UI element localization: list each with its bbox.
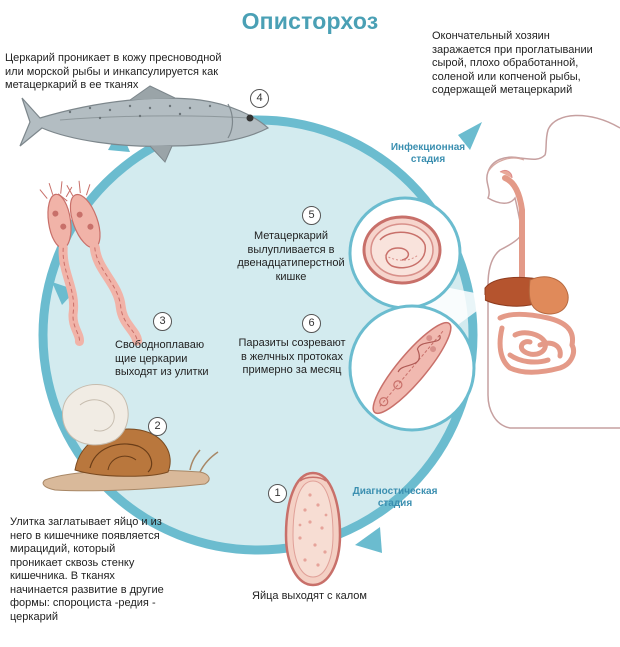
adult-fluke [372, 321, 452, 415]
step-2-text: Улитка заглатывает яйцо и из него в кише… [10, 516, 164, 623]
snail-illustration [42, 384, 219, 492]
arrow-to-eggs [355, 527, 382, 553]
diagnostic-stage-label: Диагностическая стадия [352, 486, 438, 509]
definitive-host-text: Окончательный хозяин заражается при прог… [432, 30, 593, 96]
step-number-3: 3 [153, 312, 172, 331]
step-number-2: 2 [148, 417, 167, 436]
step-4-text: Церкарий проникает в кожу пресноводной и… [5, 52, 222, 91]
cercariae-illustration [39, 180, 143, 346]
arrow-to-cercariae [52, 282, 76, 305]
step-number-4: 4 [250, 89, 269, 108]
diagram-title: Описторхоз [241, 8, 379, 34]
infection-stage-label: Инфекционная стадия [390, 142, 466, 165]
step-3-text: Свободноплаваю щие церкарии выходят из у… [115, 339, 209, 378]
arrow-to-host [458, 122, 482, 150]
fish-illustration [19, 85, 270, 163]
step-number-5: 5 [302, 206, 321, 225]
step-5-text: Метацеркарий вылупливается в двенадцатип… [237, 230, 345, 283]
step-6-text: Паразиты созревают в желчных протоках пр… [238, 337, 346, 376]
metacercaria-cyst [362, 215, 442, 285]
step-number-1: 1 [268, 484, 287, 503]
step-1-text: Яйца выходят с калом [252, 590, 367, 602]
parasite-egg [284, 471, 342, 587]
step-number-6: 6 [302, 314, 321, 333]
human-host-illustration [484, 114, 620, 429]
